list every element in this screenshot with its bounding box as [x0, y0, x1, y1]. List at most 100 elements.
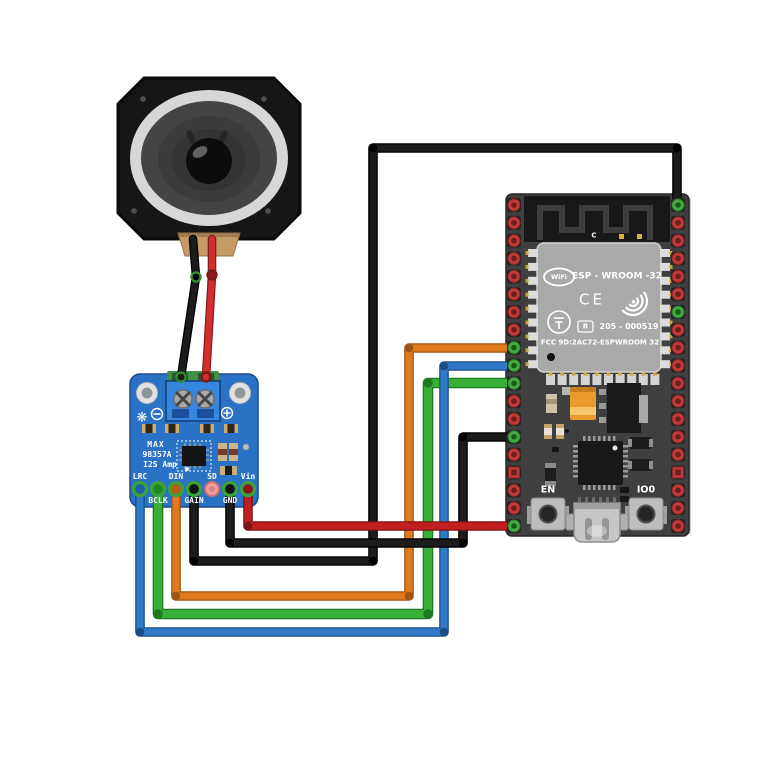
amp-pin-lrc: [131, 480, 149, 498]
amp-ic-silkscreen: [176, 440, 212, 472]
esp32-pin-left-16: [507, 465, 521, 480]
en-button-label: EN: [540, 484, 556, 496]
esp32-pin-right-18: [671, 501, 685, 516]
wire-bendpoint: [368, 556, 378, 566]
wire-bendpoint: [135, 627, 145, 637]
wire-bendpoint: [189, 556, 199, 566]
cert-number: 205 - 000519: [599, 321, 659, 331]
esp32-pin-right-15: [671, 447, 685, 462]
amp-pin-sd: [204, 481, 220, 497]
wire-speaker-red: [201, 234, 217, 382]
wire-connector-ring: [200, 371, 212, 383]
amp-pin-vin: [239, 480, 257, 498]
esp32-antenna-label: C: [591, 231, 597, 240]
speaker-terminal-shade: [178, 233, 240, 237]
esp32-pin-left-4: [507, 251, 521, 266]
esp32-pin-left-6: [507, 287, 521, 302]
wire-connector-ring: [175, 371, 187, 383]
en-button: [527, 497, 569, 531]
amp-smd-right: [218, 443, 250, 475]
wifi-wave-icon: [621, 291, 649, 317]
amp-pin-bclk: [149, 480, 167, 498]
screw-cross: [197, 391, 213, 407]
wires: [135, 143, 682, 637]
wire-gnd-black: [225, 432, 519, 548]
wifi-logo-text: WiFi: [550, 272, 568, 281]
fcc-line: FCC 9D:2AC72-ESPWROOM 32: [540, 338, 660, 347]
wire-gain-black: [189, 143, 682, 566]
minus-mark-icon: [150, 407, 164, 421]
wire-bendpoint: [153, 609, 163, 619]
amp-terminal-opening: [197, 409, 214, 418]
esp32-pin-left-19: [507, 518, 521, 533]
amp-pin-gain: [185, 480, 203, 498]
wire-bendpoint: [439, 627, 449, 637]
amp-pin1-dot: [185, 467, 189, 471]
esp32-pin-left-13: [507, 411, 521, 426]
wire-bendpoint: [404, 591, 414, 601]
amp-silk-line1: MAX: [147, 440, 165, 449]
esp32-pin-left-5: [507, 269, 521, 284]
esp32-pin-right-12: [671, 394, 685, 409]
esp32-pin-right-3: [671, 233, 685, 248]
esp32-pin-right-19: [671, 518, 685, 533]
amp-terminal-opening: [172, 409, 189, 418]
wire-connector-ring: [190, 271, 202, 283]
io0-button: [625, 497, 667, 531]
esp32-pin-left-10: [507, 358, 521, 373]
amp-smd-row: [142, 424, 238, 433]
esp32-pin-left-3: [507, 233, 521, 248]
antenna-pad: [637, 234, 642, 239]
module-dot: [547, 353, 555, 361]
amp-pin-label-din: DIN: [168, 472, 184, 481]
esp32-pin-right-17: [671, 483, 685, 498]
amp-silk-line2: 98357A: [142, 450, 172, 459]
amp-ic: [182, 446, 206, 466]
wire-vin-red: [243, 484, 519, 531]
amp-mounting-hole-center: [141, 387, 153, 399]
micro-usb-connector: [565, 497, 629, 543]
speaker-cone-mark: [218, 130, 228, 144]
amp-pin-label-bclk: BCLK: [148, 496, 168, 505]
speaker: [116, 76, 302, 257]
screw-cross: [175, 391, 191, 407]
esp32-pin-right-13: [671, 411, 685, 426]
r-mark-box: [577, 320, 594, 333]
wire-bendpoint: [439, 361, 449, 371]
antenna-pad: [619, 234, 624, 239]
amp-pin-gnd: [221, 480, 239, 498]
esp32-pin-left-11: [507, 376, 521, 391]
esp32-pin-right-1: [671, 198, 685, 212]
esp32-pin-left-14: [507, 429, 521, 444]
esp32-board: [505, 193, 691, 543]
amp-pin-label-sd: SD: [207, 472, 217, 481]
amp-pin-label-vin: Vin: [240, 472, 256, 481]
wire-end-caps: [175, 269, 218, 383]
adafruit-logo-icon: ❋: [136, 410, 148, 426]
esp32-pin-right-2: [671, 215, 685, 230]
speaker-dome: [186, 138, 232, 184]
esp32-pin-right-7: [671, 304, 685, 319]
r-mark-label: R: [582, 322, 589, 330]
esp32-pin-left-1: [507, 198, 521, 212]
amp-ic-pins: [179, 443, 209, 469]
wire-bclk-green: [152, 377, 520, 620]
esp32-pin-left-12: [507, 394, 521, 409]
amp-pin-din: [167, 480, 185, 498]
wire-bendpoint: [208, 271, 216, 279]
esp32-pin-right-6: [671, 287, 685, 302]
wire-speaker-black: [176, 234, 201, 382]
amp-silk-line3: I2S Amp: [143, 460, 177, 469]
amp-pin-label-gnd: GND: [222, 496, 238, 505]
esp32-antenna-trace: [537, 205, 653, 240]
esp32-pin-right-14: [671, 429, 685, 444]
wire-bendpoint: [243, 521, 253, 531]
speaker-screw-hole: [131, 208, 137, 214]
usb-uart-chip: [578, 441, 623, 485]
module-castellation-pads: [525, 249, 673, 385]
amp-pin-label-gain: GAIN: [184, 496, 204, 505]
speaker-screw-hole: [261, 96, 267, 102]
pins: [131, 198, 685, 533]
